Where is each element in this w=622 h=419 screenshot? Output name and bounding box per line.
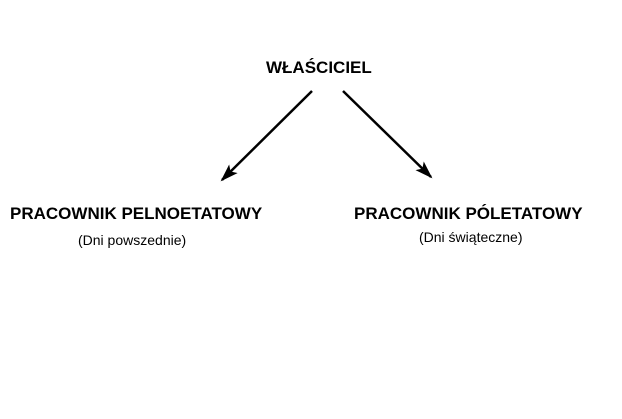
full-time-employee-subtitle: (Dni powszednie) [78, 232, 187, 248]
arrow-to-full-time [220, 90, 313, 182]
part-time-employee-subtitle: (Dni świąteczne) [419, 229, 523, 245]
part-time-employee-title: PRACOWNIK PÓLETATOWY [354, 204, 583, 223]
arrow-to-part-time [342, 90, 433, 179]
owner-node-title: WŁAŚCICIEL [266, 58, 372, 77]
full-time-employee-title: PRACOWNIK PELNOETATOWY [10, 204, 263, 223]
